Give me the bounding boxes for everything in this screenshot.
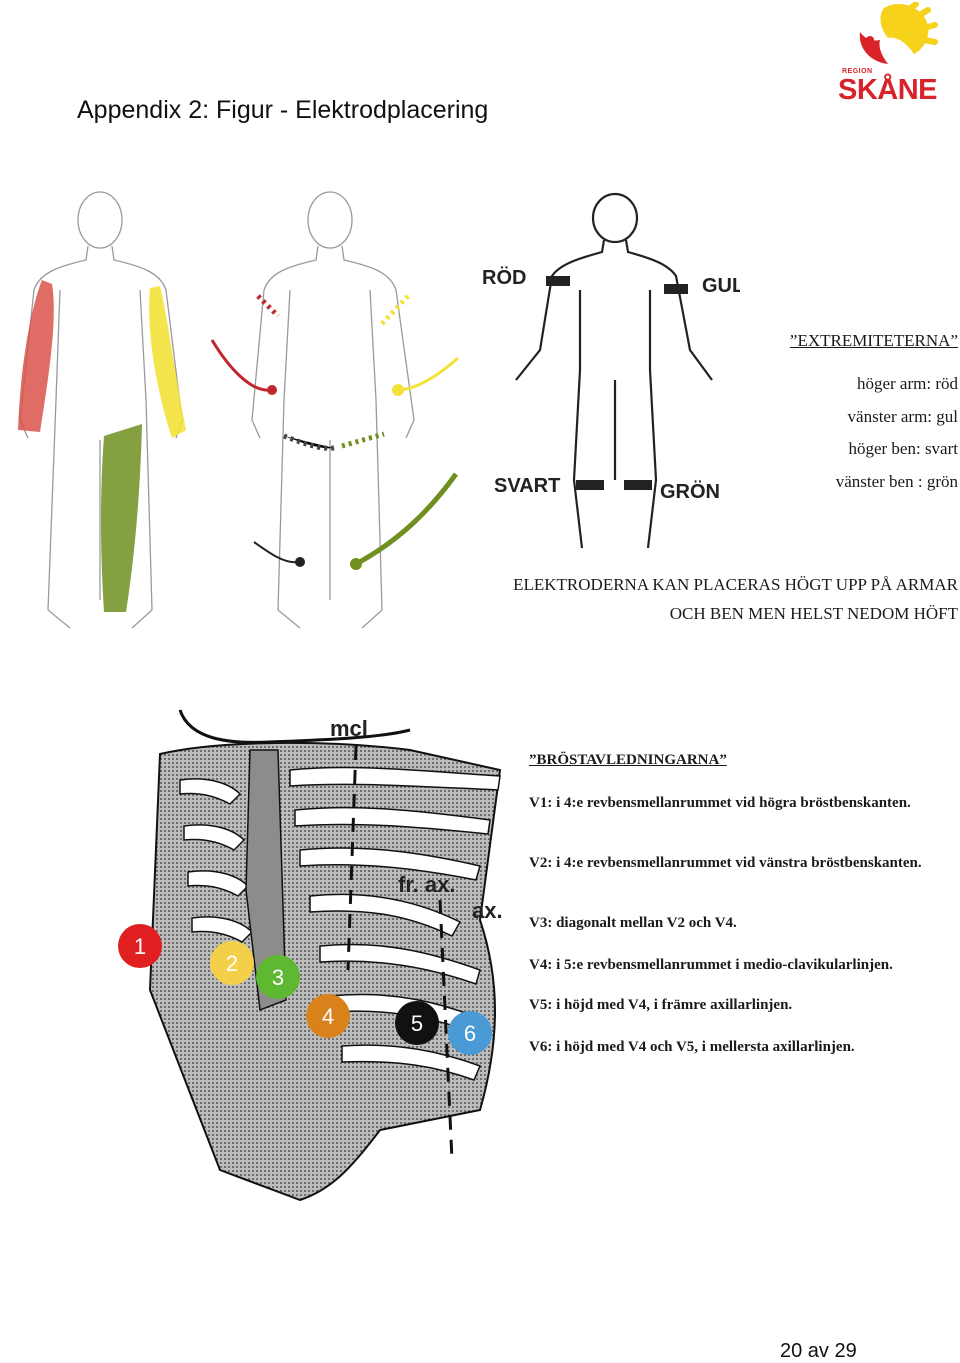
extremity-line: höger arm: röd bbox=[836, 368, 958, 401]
extremity-line: höger ben: svart bbox=[836, 433, 958, 466]
black-lead-wire bbox=[254, 542, 298, 562]
electrode-v6: 6 bbox=[448, 1011, 492, 1055]
green-lead-wire bbox=[356, 474, 456, 564]
chest-lead-v3: V3: diagonalt mellan V2 och V4. bbox=[529, 914, 954, 933]
electrode-v5-label: 5 bbox=[411, 1011, 423, 1036]
left-arm-cuff bbox=[664, 284, 688, 294]
electrode-v1-label: 1 bbox=[134, 934, 146, 959]
chest-leads-heading: ”BRÖSTAVLEDNINGARNA” bbox=[529, 752, 727, 769]
extremities-list: höger arm: röd vänster arm: gul höger be… bbox=[836, 368, 958, 498]
body-outline-front-2 bbox=[252, 192, 414, 628]
right-arm-cuff bbox=[546, 276, 570, 286]
chest-lead-v5: V5: i höjd med V4, i främre axillarlinje… bbox=[529, 996, 954, 1015]
electrode-v1: 1 bbox=[118, 924, 162, 968]
left-leg-green-mark bbox=[101, 424, 142, 612]
chest-lead-v4: V4: i 5:e revbensmellanrummet i medio-cl… bbox=[529, 956, 954, 975]
label-gron: GRÖN bbox=[660, 480, 720, 503]
label-ax: ax. bbox=[472, 898, 503, 923]
right-arm-red-mark bbox=[18, 280, 54, 432]
label-rod: RÖD bbox=[482, 266, 526, 289]
extremities-heading: ”EXTREMITETERNA” bbox=[790, 331, 958, 351]
extremity-line: vänster ben : grön bbox=[836, 466, 958, 499]
left-arm-yellow-dots bbox=[380, 296, 408, 326]
electrode-v2: 2 bbox=[210, 941, 254, 985]
electrode-v2-label: 2 bbox=[226, 951, 238, 976]
electrode-v3: 3 bbox=[256, 955, 300, 999]
left-leg-cuff bbox=[624, 480, 652, 490]
electrode-v3-label: 3 bbox=[272, 965, 284, 990]
logo-skane-text: SKÅNE bbox=[838, 74, 937, 107]
right-arm-red-dots bbox=[258, 296, 278, 316]
electrode-v4: 4 bbox=[306, 994, 350, 1038]
hip-dark-dots bbox=[284, 436, 334, 448]
placement-notice: ELEKTRODERNA KAN PLACERAS HÖGT UPP PÅ AR… bbox=[488, 570, 958, 628]
right-leg-cuff bbox=[576, 480, 604, 490]
body-outline-front-1 bbox=[20, 192, 182, 628]
label-gul: GUL bbox=[702, 275, 740, 297]
page-title: Appendix 2: Figur - Elektrodplacering bbox=[77, 96, 488, 125]
chest-electrode-illustration: mcl fr. ax. ax. 1 2 3 4 5 6 bbox=[80, 690, 530, 1210]
electrode-v4-label: 4 bbox=[322, 1004, 334, 1029]
electrode-v6-label: 6 bbox=[464, 1021, 476, 1046]
label-svart: SVART bbox=[494, 475, 560, 497]
page-number: 20 av 29 bbox=[780, 1340, 857, 1363]
left-arm-yellow-mark bbox=[149, 286, 186, 438]
chest-lead-v6: V6: i höjd med V4 och V5, i mellersta ax… bbox=[529, 1038, 954, 1057]
label-mcl: mcl bbox=[330, 716, 368, 741]
label-fr-ax: fr. ax. bbox=[398, 872, 455, 897]
extremity-line: vänster arm: gul bbox=[836, 401, 958, 434]
electrode-v5: 5 bbox=[395, 1001, 439, 1045]
logo-griffin-icon bbox=[860, 4, 935, 64]
chest-lead-v2: V2: i 4:e revbensmellanrummet vid vänstr… bbox=[529, 854, 954, 873]
chest-lead-v1: V1: i 4:e revbensmellanrummet vid högra … bbox=[529, 794, 954, 813]
red-lead-wire bbox=[212, 340, 270, 390]
